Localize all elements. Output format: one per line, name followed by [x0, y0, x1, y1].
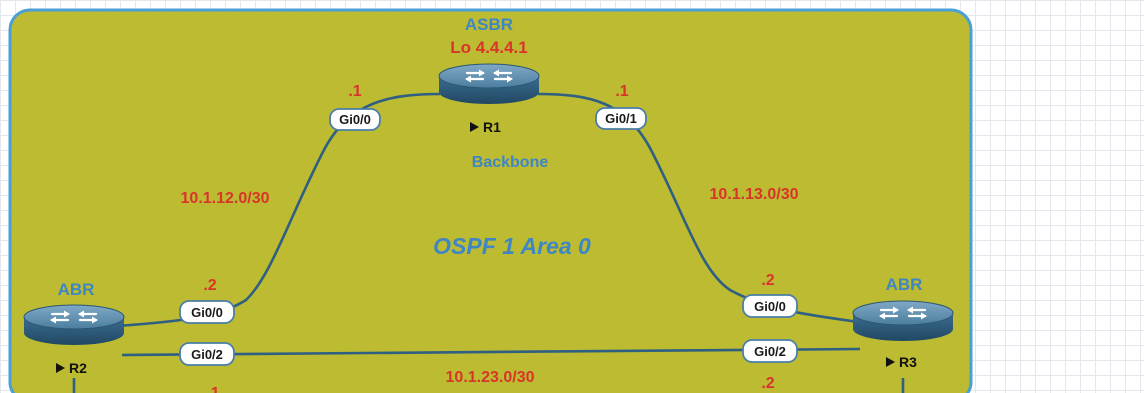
port-r3-gi0-0[interactable]: Gi0/0: [742, 294, 798, 318]
play-arrow-icon: [886, 357, 895, 367]
play-arrow-icon: [470, 122, 479, 132]
svg-text:Gi0/0: Gi0/0: [191, 305, 223, 320]
router-r2-role: ABR: [58, 280, 95, 299]
port-r2-gi0-2[interactable]: Gi0/2: [179, 342, 235, 366]
backbone-label: Backbone: [472, 154, 549, 171]
router-r2-name: R2: [69, 360, 87, 376]
router-r1-name: R1: [483, 119, 501, 135]
link-r2-r3[interactable]: [121, 347, 861, 357]
router-r2[interactable]: [22, 303, 126, 347]
subnet-r1-r3: 10.1.13.0/30: [710, 186, 799, 203]
svg-text:Gi0/0: Gi0/0: [754, 299, 786, 314]
router-icon: [22, 303, 126, 347]
router-r3-name: R3: [899, 354, 917, 370]
router-icon: [437, 62, 541, 106]
port-r2-gi0-0[interactable]: Gi0/0: [179, 300, 235, 324]
svg-text:Gi0/1: Gi0/1: [605, 111, 637, 126]
subnet-r1-r2: 10.1.12.0/30: [181, 190, 270, 207]
router-r1-loopback: Lo 4.4.4.1: [450, 38, 527, 57]
svg-text:Gi0/2: Gi0/2: [754, 344, 786, 359]
router-r1[interactable]: [437, 62, 541, 106]
port-r1-gi0-0[interactable]: Gi0/0: [329, 108, 381, 131]
host-r1-gi0-1: .1: [615, 83, 628, 100]
host-r2-gi0-0: .2: [203, 277, 216, 294]
host-r3-gi0-2: .2: [761, 375, 774, 392]
port-r3-gi0-2[interactable]: Gi0/2: [742, 339, 798, 363]
host-r1-gi0-0: .1: [348, 83, 361, 100]
svg-text:Gi0/0: Gi0/0: [339, 112, 371, 127]
host-r2-gi0-2: .1: [206, 385, 219, 393]
port-r1-gi0-1[interactable]: Gi0/1: [595, 107, 647, 130]
host-r3-gi0-0: .2: [761, 272, 774, 289]
subnet-r2-r3: 10.1.23.0/30: [446, 369, 535, 386]
play-arrow-icon: [56, 363, 65, 373]
router-r3-role: ABR: [886, 275, 923, 294]
svg-text:Gi0/2: Gi0/2: [191, 347, 223, 362]
router-r3[interactable]: [851, 299, 955, 343]
router-r1-role: ASBR: [465, 15, 513, 34]
area-label: OSPF 1 Area 0: [433, 233, 591, 259]
router-icon: [851, 299, 955, 343]
